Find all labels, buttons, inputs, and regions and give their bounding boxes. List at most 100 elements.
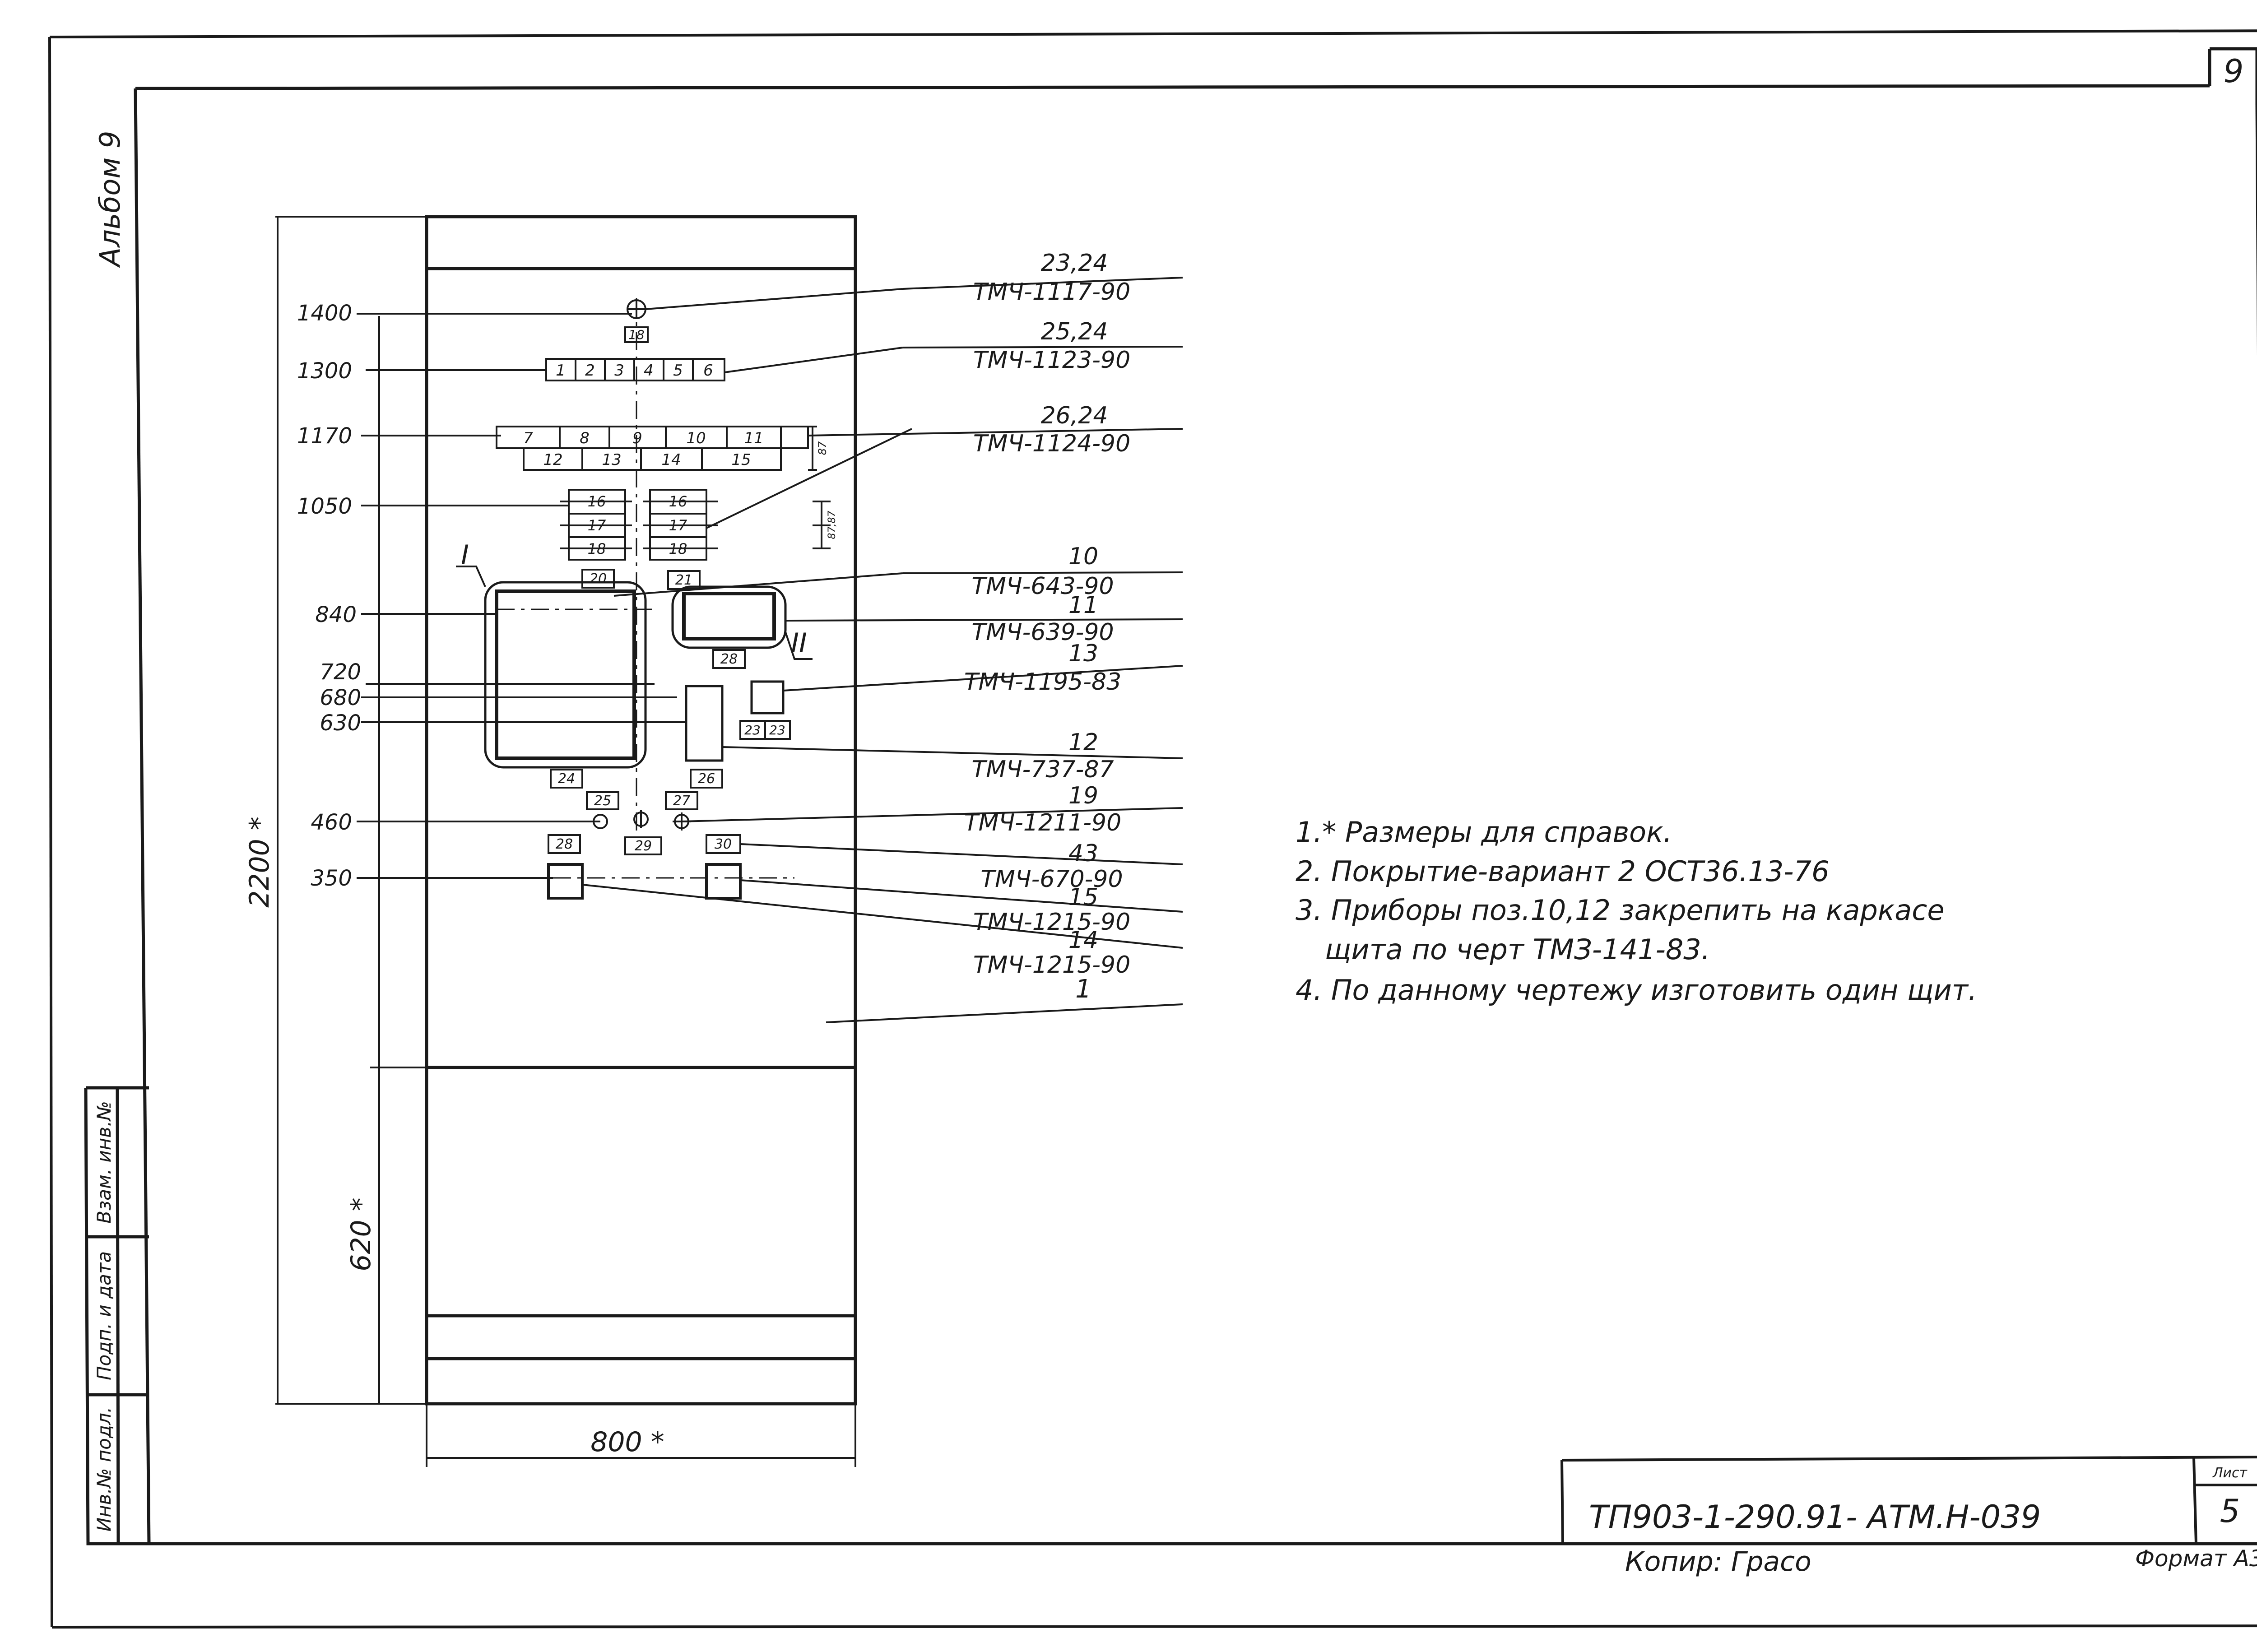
tag-30: 30 <box>715 836 732 852</box>
callout-2-pos: 25,24 <box>1041 318 1108 345</box>
callout-6-code: ТМЧ-1195-83 <box>964 668 1121 696</box>
dim-350: 350 <box>311 866 352 891</box>
callout-11-pos: 14 <box>1068 927 1098 954</box>
stamp-label-inv: Инв.№ подл. <box>93 1407 115 1531</box>
row2-pos-11: 11 <box>744 429 763 447</box>
notes-block: 1.* Размеры для справок. 2. Покрытие-вар… <box>1296 816 1977 1007</box>
tag-24: 24 <box>558 771 575 787</box>
switch-14 <box>547 863 584 900</box>
dim-1050: 1050 <box>297 494 352 519</box>
tag-29: 29 <box>635 838 652 854</box>
stamp-label-replace: Взам. инв.№ <box>93 1101 115 1224</box>
tag-28b: 28 <box>556 836 573 852</box>
callout-11-code: ТМЧ-1215-90 <box>973 951 1130 979</box>
callout-4-code: ТМЧ-643-90 <box>971 573 1114 600</box>
dim-base-height: 620 * <box>345 1197 377 1271</box>
tag-23b-box <box>764 720 791 740</box>
row3-pos-13: 13 <box>602 451 621 469</box>
callout-3-pos: 26,24 <box>1041 402 1108 429</box>
row1-pos-3: 3 <box>614 362 624 380</box>
tag-27: 27 <box>673 793 690 809</box>
note-3-cont: щита по черт ТМЗ-141-83. <box>1325 933 1710 966</box>
dim-630: 630 <box>320 710 361 736</box>
outer-frame <box>48 29 2257 1629</box>
switch-15 <box>705 863 742 900</box>
instrument-13 <box>750 680 785 715</box>
tag-21: 21 <box>675 572 692 588</box>
callout-3-code: ТМЧ-1124-90 <box>973 430 1130 457</box>
row2-pos-10: 10 <box>686 429 706 447</box>
callout-10-pos: 15 <box>1068 884 1098 911</box>
tag-25-box <box>586 791 619 810</box>
colR-pos-16: 16 <box>669 493 687 510</box>
signal-lamp-top <box>627 299 646 319</box>
tag-18: 18 <box>628 327 645 342</box>
callout-6-pos: 13 <box>1068 640 1098 667</box>
tag-26: 26 <box>698 771 715 787</box>
instrument-12 <box>685 685 724 762</box>
copy-label: Копир: Грасо <box>1625 1546 1811 1578</box>
terminal-row-1 <box>545 358 725 381</box>
inner-frame <box>84 47 2257 1545</box>
sheet-list-label: Лист <box>2212 1465 2248 1481</box>
row1-pos-5: 5 <box>673 362 683 380</box>
row1-pos-4: 4 <box>644 362 654 380</box>
dim-1400: 1400 <box>297 301 352 326</box>
callout-7-code: ТМЧ-737-87 <box>971 756 1114 783</box>
row1-pos-1: 1 <box>556 362 566 380</box>
row2-pos-9: 9 <box>632 429 642 447</box>
colL-pos-18: 18 <box>588 540 606 557</box>
tag-20-box <box>581 569 615 589</box>
title-block <box>1560 1456 2257 1544</box>
dim-width: 800 * <box>590 1426 664 1458</box>
dim-460: 460 <box>311 810 352 835</box>
terminal-columns <box>560 489 831 561</box>
tag-23a: 23 <box>744 723 761 738</box>
row2-pos-7: 7 <box>523 429 533 447</box>
callout-4-pos: 10 <box>1068 543 1098 570</box>
row2-pos-8: 8 <box>580 429 590 447</box>
row3-pos-14: 14 <box>661 451 681 469</box>
callout-5-code: ТМЧ-639-90 <box>971 619 1114 646</box>
dim-total-height: 2200 * <box>244 817 275 908</box>
dim-1300: 1300 <box>297 358 352 384</box>
roman-one: I <box>461 539 469 571</box>
dimension-lines <box>275 216 856 1467</box>
page-number: 9 <box>2224 53 2244 90</box>
tag-28b-box <box>548 834 581 854</box>
tag-18-box <box>624 326 649 343</box>
tag-27-box <box>665 791 698 810</box>
row3-pos-15: 15 <box>731 451 751 469</box>
tag-20: 20 <box>590 571 607 587</box>
dim-col-gap: 87,87 <box>827 511 838 539</box>
dim-680: 680 <box>320 685 361 710</box>
stamp-label-sign: Подп. и дата <box>93 1251 115 1380</box>
tag-28a: 28 <box>720 651 738 667</box>
row3-pos-12: 12 <box>543 451 562 469</box>
tag-25: 25 <box>594 793 611 809</box>
dim-row-gap: 87 <box>816 441 829 455</box>
callout-5-pos: 11 <box>1068 592 1098 619</box>
colR-pos-18: 18 <box>669 540 687 557</box>
callout-1-pos: 23,24 <box>1041 250 1108 277</box>
document-code: ТП903-1-290.91- АТМ.Н-039 <box>1589 1499 2041 1536</box>
instrument-large-1 <box>484 581 647 769</box>
callouts: 23,24 ТМЧ-1117-90 25,24 ТМЧ-1123-90 26,2… <box>964 250 1130 1004</box>
leader-roman-two <box>785 631 813 660</box>
colL-pos-16: 16 <box>588 493 606 510</box>
cabinet-outline <box>425 215 857 1406</box>
colL-pos-17: 17 <box>588 517 606 534</box>
note-3: 3. Приборы поз.10,12 закрепить на каркас… <box>1296 894 1944 927</box>
sheet-list-number: 5 <box>2220 1493 2240 1530</box>
tag-21-box <box>667 570 701 590</box>
tag-29-box <box>624 836 662 855</box>
callout-2-code: ТМЧ-1123-90 <box>973 347 1130 374</box>
tag-24-box <box>550 769 583 789</box>
callout-12-pos: 1 <box>1075 974 1091 1004</box>
note-4: 4. По данному чертежу изготовить один щи… <box>1296 974 1977 1007</box>
terminal-rows-2-3 <box>496 426 817 471</box>
format-label: Формат А3 <box>2135 1545 2257 1572</box>
dim-1170: 1170 <box>297 423 352 449</box>
callout-10-code: ТМЧ-1215-90 <box>973 909 1130 936</box>
